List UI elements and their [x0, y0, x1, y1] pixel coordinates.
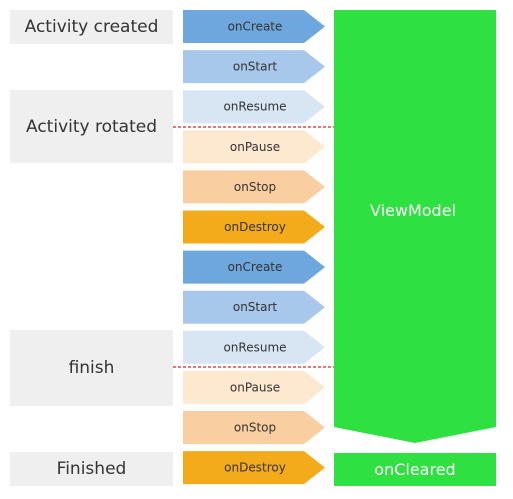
step-arrow [183, 411, 325, 444]
step-arrow [183, 50, 325, 84]
lifecycle-step: onResume [183, 330, 325, 364]
lifecycle-step: onDestroy [183, 210, 325, 244]
step-arrow [183, 370, 325, 404]
step-arrow [183, 250, 325, 284]
step-arrow [183, 210, 325, 244]
lifecycle-step: onStop [183, 411, 325, 444]
label-finish: finish [10, 330, 173, 406]
viewmodel-label: ViewModel [370, 201, 456, 220]
step-arrow [183, 330, 325, 364]
step-label: onCreate [228, 260, 283, 274]
step-label: onStop [234, 421, 276, 435]
lifecycle-step: onDestroy [183, 451, 325, 485]
step-label: onStart [233, 60, 278, 74]
lifecycle-step: onResume [183, 90, 325, 124]
oncleared-label: onCleared [374, 460, 455, 479]
lifecycle-step: onStart [183, 50, 325, 84]
step-arrow [183, 90, 325, 124]
step-label: onPause [230, 140, 280, 154]
viewmodel-shape [334, 10, 496, 443]
step-arrow [183, 170, 325, 204]
lifecycle-step: onPause [183, 130, 325, 164]
lifecycle-step: onStart [183, 290, 325, 324]
step-arrow [183, 451, 325, 485]
step-label: onResume [223, 100, 286, 114]
lifecycle-step: onPause [183, 370, 325, 404]
step-label: onStop [234, 180, 276, 194]
step-label: onCreate [228, 20, 283, 34]
lifecycle-step: onStop [183, 170, 325, 204]
step-label: onResume [223, 340, 286, 354]
step-arrow [183, 290, 325, 324]
oncleared-box [334, 453, 496, 486]
lifecycle-step: onCreate [183, 10, 325, 43]
label-activity-created: Activity created [10, 10, 173, 44]
step-arrow [183, 130, 325, 164]
step-arrow [183, 10, 325, 43]
step-label: onDestroy [224, 220, 286, 234]
lifecycle-step: onCreate [183, 250, 325, 284]
steps-layer: onCreate onStart onResume onPause onStop onDe… [183, 10, 325, 485]
label-finished: Finished [10, 452, 173, 486]
label-activity-rotated: Activity rotated [10, 90, 173, 163]
step-label: onStart [233, 300, 278, 314]
step-label: onPause [230, 380, 280, 394]
step-label: onDestroy [224, 461, 286, 475]
